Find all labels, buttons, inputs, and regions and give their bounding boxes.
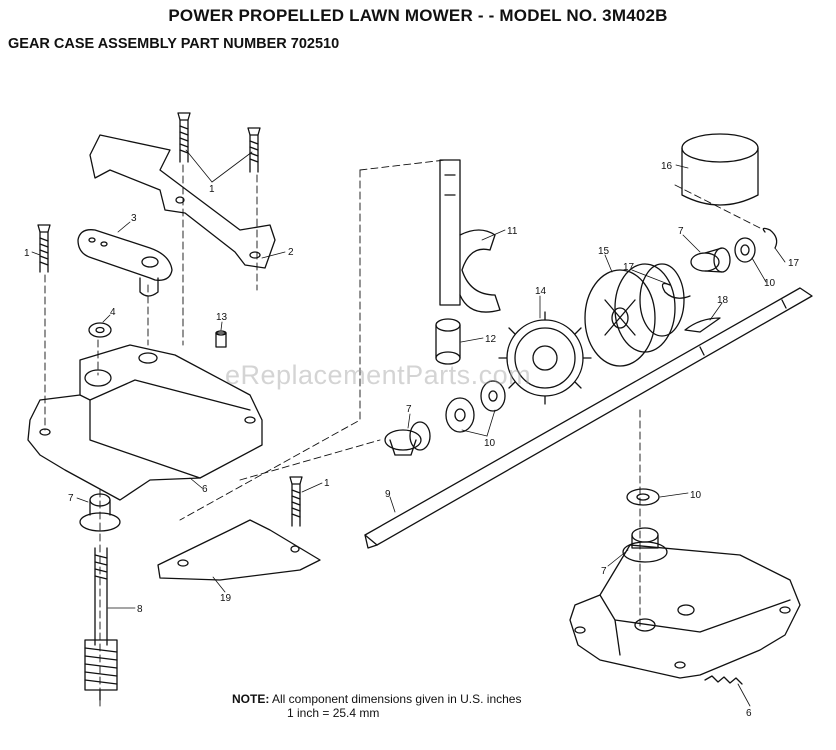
clip-part-17-right (762, 227, 778, 249)
plug-part-13 (215, 330, 227, 348)
callout-10-lower: 10 (690, 490, 702, 501)
collar-part-12 (435, 318, 461, 365)
callout-7-left: 7 (68, 493, 74, 504)
screw-part-1-lower (289, 476, 303, 527)
callout-15: 15 (598, 246, 610, 257)
gear-case-lower-part-6 (569, 544, 801, 685)
washer-part-10-lower (626, 488, 660, 506)
note-label: NOTE: (232, 692, 270, 706)
callout-1-left: 1 (24, 248, 30, 259)
screw-part-1-left (37, 224, 51, 273)
bracket-part-2 (89, 134, 276, 269)
watermark: eReplacementParts.com (225, 360, 532, 390)
washer-part-4 (88, 322, 112, 338)
callout-19: 19 (220, 593, 232, 604)
bushing-part-7-left (79, 493, 121, 532)
assembly-guide-lines (44, 159, 761, 711)
callout-13: 13 (216, 312, 228, 323)
callout-1-lower: 1 (324, 478, 330, 489)
callout-17-center: 17 (623, 262, 635, 273)
callout-1-top: 1 (209, 184, 215, 195)
note-line-2: 1 inch = 25.4 mm (287, 706, 380, 720)
callout-8: 8 (137, 604, 143, 615)
callout-12: 12 (485, 334, 497, 345)
key-part-18 (684, 317, 721, 333)
callout-10-right: 10 (764, 278, 776, 289)
axle-part-9 (364, 287, 813, 549)
callout-10-center: 10 (484, 438, 496, 449)
clip-part-17-center (661, 282, 691, 299)
callout-11: 11 (507, 226, 518, 237)
callout-labels: 1 1 2 3 4 13 6 7 8 1 19 9 11 12 7 10 14 … (24, 161, 800, 719)
lever-part-3 (77, 229, 173, 281)
screw-part-1-top-a (177, 112, 191, 163)
gear-part-14 (498, 311, 592, 405)
callout-6-upper: 6 (202, 484, 208, 495)
bushing-part-7-center (384, 421, 431, 456)
washer-part-10-right (734, 237, 756, 263)
bushing-part-7-lower (622, 527, 668, 563)
callout-18: 18 (717, 295, 729, 306)
callout-16: 16 (661, 161, 673, 172)
callout-2: 2 (288, 247, 294, 258)
callout-4: 4 (110, 307, 116, 318)
bushing-part-7-right (690, 247, 731, 273)
callout-7-center: 7 (406, 404, 412, 415)
callout-7-right: 7 (678, 226, 684, 237)
note-line-1: All component dimensions given in U.S. i… (272, 692, 522, 706)
callout-7-lower: 7 (601, 566, 607, 577)
worm-shaft-part-8 (84, 547, 118, 701)
sleeve-part-16 (681, 133, 759, 206)
plate-part-19 (157, 519, 321, 581)
washer-part-10-center-a (445, 397, 475, 433)
shift-fork-part-11 (439, 159, 501, 313)
callout-6-lower: 6 (746, 708, 752, 719)
gear-case-upper-part-6 (27, 344, 263, 501)
washer-part-10-center-b (480, 380, 506, 412)
page-subtitle: GEAR CASE ASSEMBLY PART NUMBER 702510 (8, 36, 340, 52)
screw-part-1-top-b (247, 127, 261, 173)
units-note: NOTE: All component dimensions given in … (232, 692, 522, 720)
callout-3: 3 (131, 213, 137, 224)
drive-pulley-part-15 (584, 263, 685, 367)
callout-9: 9 (385, 489, 391, 500)
leader-lines (31, 149, 786, 707)
callout-17-right: 17 (788, 258, 800, 269)
callout-14: 14 (535, 286, 547, 297)
page-title: POWER PROPELLED LAWN MOWER - - MODEL NO.… (168, 6, 668, 25)
